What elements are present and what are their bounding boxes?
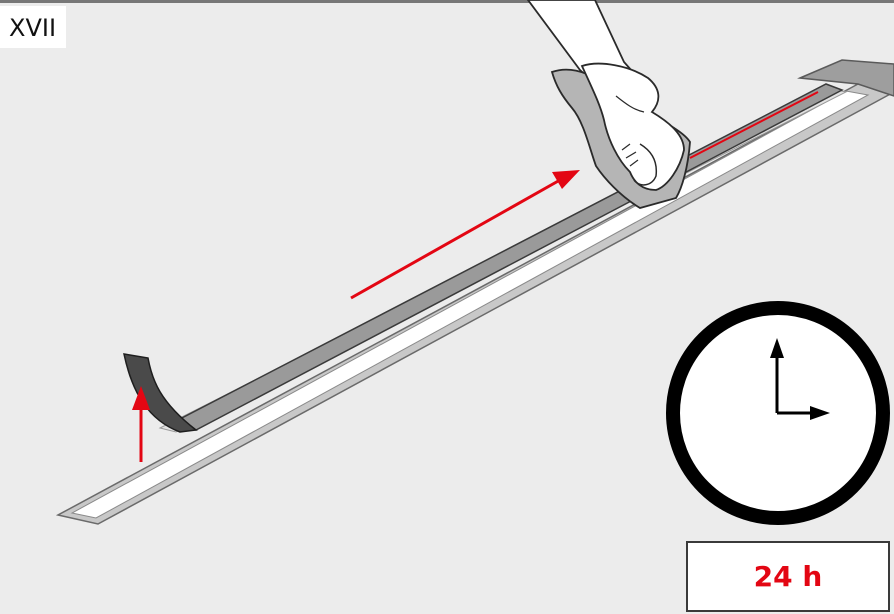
duration-box: 24 h <box>686 541 890 612</box>
thumb <box>633 143 658 186</box>
profile-end-cap <box>797 59 894 97</box>
peeled-tape-curl <box>123 353 198 433</box>
hand-with-cloth-icon <box>526 0 691 209</box>
wipe-arrow-icon <box>350 170 580 300</box>
peeled-tape-end <box>123 353 198 433</box>
clock-icon <box>666 301 890 525</box>
tape-highlight-line <box>689 91 819 159</box>
duration-text: 24 h <box>753 560 823 593</box>
step-label: XVII <box>0 6 67 48</box>
hand <box>580 62 685 191</box>
peel-arrow-icon <box>132 386 150 462</box>
